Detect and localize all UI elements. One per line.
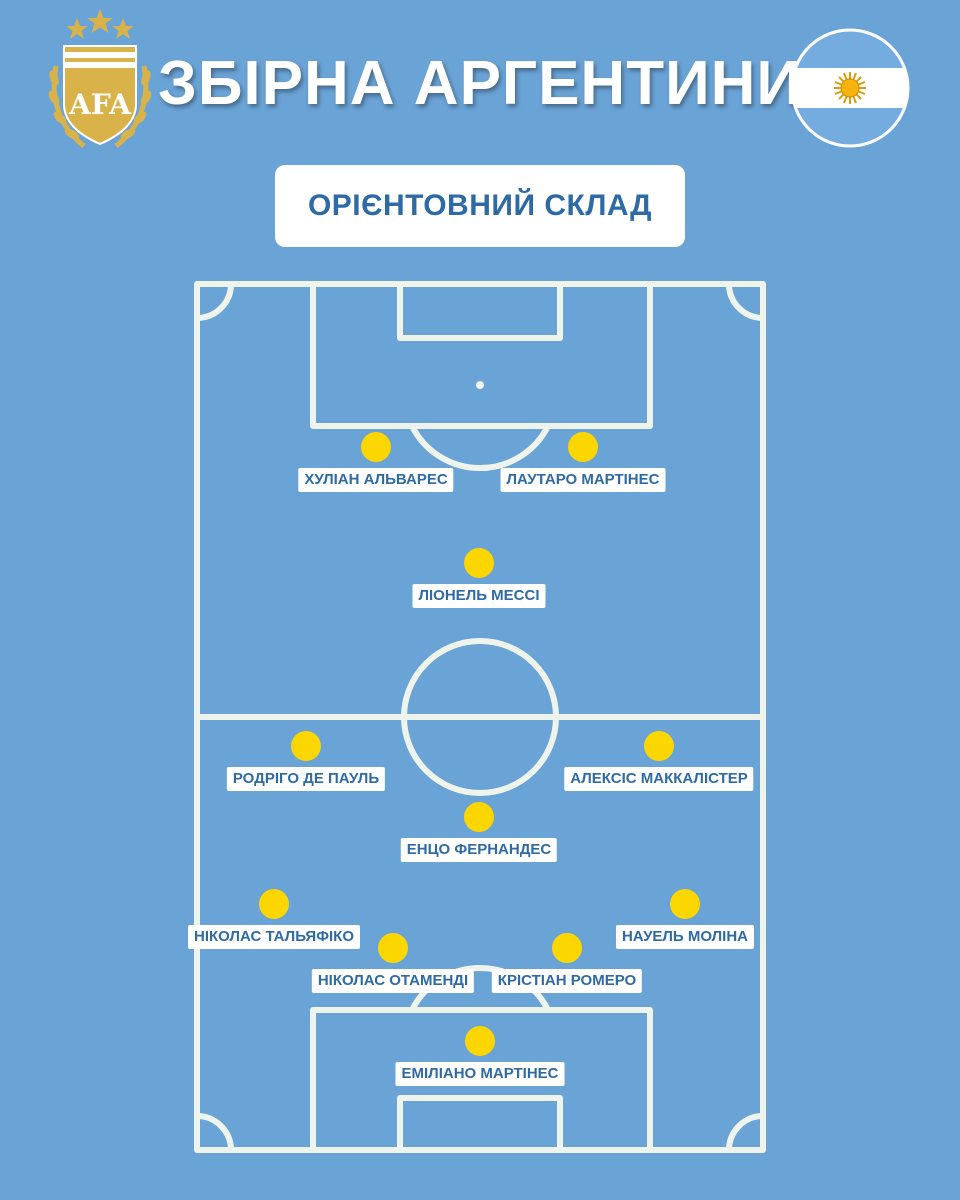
player-marker — [644, 731, 674, 761]
top-goal-area — [397, 281, 563, 341]
top-penalty-arc — [409, 423, 551, 472]
player-marker — [464, 548, 494, 578]
player-name-label: ЛІОНЕЛЬ МЕССІ — [412, 584, 546, 608]
player-marker — [568, 432, 598, 462]
player-marker — [361, 432, 391, 462]
corner-arc — [194, 281, 234, 321]
player-name-label: КРІСТІАН РОМЕРО — [491, 969, 643, 993]
penalty-spot — [476, 381, 484, 389]
player-name-label: НАУЕЛЬ МОЛІНА — [615, 925, 755, 949]
player-marker — [552, 933, 582, 963]
player-marker — [464, 802, 494, 832]
afa-crest-logo: AFA — [48, 9, 152, 148]
player-name-label: ХУЛІАН АЛЬВАРЕС — [298, 468, 454, 492]
argentina-flag-icon — [790, 28, 910, 148]
player-marker — [378, 933, 408, 963]
bottom-goal-area — [397, 1095, 563, 1153]
player-name-label: ЕМІЛІАНО МАРТІНЕС — [395, 1062, 565, 1086]
page-title: ЗБІРНА АРГЕНТИНИ — [158, 49, 802, 118]
player-name-label: НІКОЛАС ТАЛЬЯФІКО — [188, 925, 360, 949]
player-name-label: ЛАУТАРО МАРТІНЕС — [500, 468, 666, 492]
subtitle-text: ОРІЄНТОВНИЙ СКЛАД — [307, 189, 653, 222]
star-icon — [87, 9, 113, 33]
svg-text:AFA: AFA — [68, 88, 132, 121]
player-name-label: АЛЕКСІС МАККАЛІСТЕР — [564, 767, 754, 791]
player-marker — [291, 731, 321, 761]
player-marker — [259, 889, 289, 919]
player-marker — [670, 889, 700, 919]
star-icon — [112, 18, 134, 39]
player-name-label: РОДРІГО ДЕ ПАУЛЬ — [226, 767, 386, 791]
player-marker — [465, 1026, 495, 1056]
top-penalty-area — [310, 281, 653, 429]
center-circle — [401, 638, 559, 796]
corner-arc — [726, 281, 766, 321]
corner-arc — [726, 1113, 766, 1153]
player-name-label: ЕНЦО ФЕРНАНДЕС — [400, 838, 558, 862]
sun-of-may-icon — [834, 72, 866, 104]
star-icon — [66, 18, 88, 39]
corner-arc — [194, 1113, 234, 1153]
player-name-label: НІКОЛАС ОТАМЕНДІ — [311, 969, 475, 993]
subtitle-banner: ОРІЄНТОВНИЙ СКЛАД — [275, 165, 685, 247]
